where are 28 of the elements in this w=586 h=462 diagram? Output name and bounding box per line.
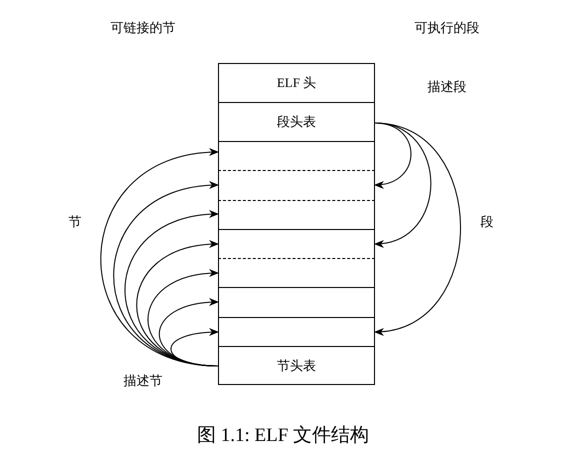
arrow xyxy=(113,182,219,366)
row-label: ELF 头 xyxy=(276,74,316,92)
row-label: 节头表 xyxy=(277,358,316,374)
section-row xyxy=(218,287,375,317)
annotation-label: 描述节 xyxy=(124,373,162,390)
row-label: 段头表 xyxy=(277,114,316,131)
section-row xyxy=(218,170,375,200)
annotation-label: 描述段 xyxy=(428,79,466,96)
annotation-label: 节 xyxy=(68,214,82,231)
figure-caption: 图 1.1: ELF 文件结构 xyxy=(196,424,370,448)
arrow xyxy=(124,210,219,366)
annotation-label: 段 xyxy=(480,214,494,231)
arrow xyxy=(374,122,462,335)
table-row xyxy=(218,102,375,141)
arrow xyxy=(158,298,219,366)
table-row xyxy=(218,63,375,102)
arrow xyxy=(374,122,412,188)
arrow xyxy=(374,122,432,247)
section-row xyxy=(218,258,375,287)
table-row xyxy=(218,346,375,385)
section-row xyxy=(218,141,375,170)
arrow xyxy=(100,149,219,366)
annotation-label: 可链接的节 xyxy=(110,20,176,37)
section-row xyxy=(218,200,375,229)
arrow xyxy=(170,328,219,366)
section-row xyxy=(218,317,375,346)
section-row xyxy=(218,229,375,258)
annotation-label: 可执行的段 xyxy=(414,20,480,37)
